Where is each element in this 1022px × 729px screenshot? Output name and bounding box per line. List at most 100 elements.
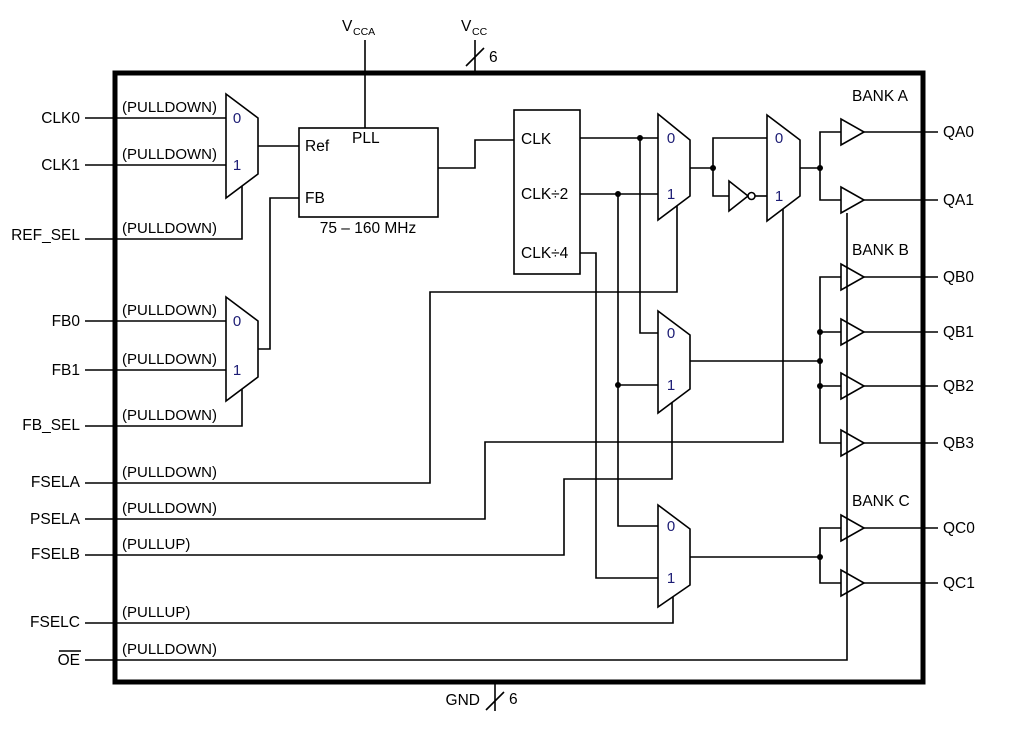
pull-label-fselb: (PULLUP) xyxy=(122,536,190,553)
wire-muxa1-split xyxy=(712,137,767,197)
pll-title: PLL xyxy=(352,130,380,147)
bus-bank-b xyxy=(819,276,841,444)
mux-a-phase-input-1: 1 xyxy=(775,188,783,205)
mux-a-freq-input-1: 1 xyxy=(667,186,675,203)
bank-a-label: BANK A xyxy=(852,88,909,105)
input-label-fsela: FSELA xyxy=(31,474,81,491)
wire-fselc xyxy=(85,597,674,624)
pull-label-oe: (PULLDOWN) xyxy=(122,641,217,658)
bus-bank-a xyxy=(819,131,841,201)
output-label-qc1: QC1 xyxy=(943,575,975,592)
divider-row-clkdiv2: CLK÷2 xyxy=(521,186,568,203)
mux-bank-c-freq xyxy=(657,503,691,609)
gnd-label: GND xyxy=(446,692,480,709)
wire-fsela xyxy=(85,206,678,484)
mux-fb-input-0: 0 xyxy=(233,313,241,330)
junction-dot xyxy=(637,135,643,141)
output-buffer-qa0 xyxy=(840,117,866,147)
divider-block xyxy=(513,109,581,275)
pull-label-ref-sel: (PULLDOWN) xyxy=(122,220,217,237)
vcca-label: V xyxy=(342,18,353,35)
mux-bank-a-phase xyxy=(766,113,801,223)
input-label-psela: PSELA xyxy=(30,511,81,528)
input-label-fb-sel: FB_SEL xyxy=(22,417,80,434)
input-label-fb0: FB0 xyxy=(52,313,81,330)
output-buffer-qb0 xyxy=(840,262,866,292)
mux-a-freq-input-0: 0 xyxy=(667,130,675,147)
output-buffer-qa1 xyxy=(840,185,866,215)
wire-fb-sel xyxy=(85,389,243,427)
output-label-qc0: QC0 xyxy=(943,520,975,537)
pull-label-fb1: (PULLDOWN) xyxy=(122,351,217,368)
bank-b-label: BANK B xyxy=(852,242,909,259)
mux-a-phase-input-0: 0 xyxy=(775,130,783,147)
output-buffer-qb2 xyxy=(840,371,866,401)
mux-ref-input-0: 0 xyxy=(233,110,241,127)
output-label-qb3: QB3 xyxy=(943,435,974,452)
inverter-icon xyxy=(728,179,750,213)
vcc-subscript: CC xyxy=(472,26,488,38)
pll-block xyxy=(298,127,439,218)
wire-ref-sel xyxy=(85,186,243,240)
pull-label-fsela: (PULLDOWN) xyxy=(122,464,217,481)
mux-bank-b-freq xyxy=(657,309,691,415)
mux-ref-select xyxy=(225,92,259,200)
output-label-qb2: QB2 xyxy=(943,378,974,395)
wire-psela xyxy=(85,209,784,520)
bus-bank-c xyxy=(819,527,841,584)
pull-label-fb-sel: (PULLDOWN) xyxy=(122,407,217,424)
gnd-bus-width: 6 xyxy=(509,691,518,708)
mux-fb-select xyxy=(225,295,259,403)
vcc-bus-width: 6 xyxy=(489,49,498,66)
output-buffer-qc0 xyxy=(840,513,866,543)
pull-label-fselc: (PULLUP) xyxy=(122,604,190,621)
pull-label-clk0: (PULLDOWN) xyxy=(122,99,217,116)
mux-c-input-1: 1 xyxy=(667,570,675,587)
mux-fb-input-1: 1 xyxy=(233,362,241,379)
output-label-qb0: QB0 xyxy=(943,269,974,286)
pll-fb-pin-label: FB xyxy=(305,190,325,207)
pull-label-psela: (PULLDOWN) xyxy=(122,500,217,517)
output-buffer-qb1 xyxy=(840,317,866,347)
chip-outline xyxy=(112,70,926,685)
junction-dot xyxy=(817,358,823,364)
pull-label-fb0: (PULLDOWN) xyxy=(122,302,217,319)
mux-b-input-0: 0 xyxy=(667,325,675,342)
mux-bank-a-freq xyxy=(657,112,691,222)
pll-ref-pin-label: Ref xyxy=(305,138,330,155)
divider-row-clk: CLK xyxy=(521,131,552,148)
junction-dot xyxy=(615,191,621,197)
vcc-label: V xyxy=(461,18,472,35)
input-label-fb1: FB1 xyxy=(52,362,80,379)
wire-pll-to-divider xyxy=(438,139,514,169)
mux-ref-input-1: 1 xyxy=(233,157,241,174)
output-label-qa1: QA1 xyxy=(943,192,974,209)
pull-label-clk1: (PULLDOWN) xyxy=(122,146,217,163)
wire-clk-branch-muxb xyxy=(639,138,658,334)
input-label-fselb: FSELB xyxy=(31,546,80,563)
junction-dot xyxy=(817,329,823,335)
output-label-qa0: QA0 xyxy=(943,124,974,141)
inverter-bubble xyxy=(747,191,756,201)
junction-dot xyxy=(817,165,823,171)
wire-clkdiv2-branch-muxc xyxy=(617,194,658,527)
pll-frequency-range: 75 – 160 MHz xyxy=(320,220,417,237)
wire-fselb xyxy=(85,402,673,556)
input-label-ref-sel: REF_SEL xyxy=(11,227,80,244)
junction-dot xyxy=(817,554,823,560)
wire-clkdiv4-branch-muxc xyxy=(580,252,658,579)
junction-dot xyxy=(710,165,716,171)
mux-b-input-1: 1 xyxy=(667,377,675,394)
wire-oe-enable-rail xyxy=(85,213,848,661)
mux-c-input-0: 0 xyxy=(667,518,675,535)
input-label-oe: OE xyxy=(58,652,80,669)
output-buffer-qc1 xyxy=(840,568,866,598)
input-label-clk0: CLK0 xyxy=(41,110,80,127)
gnd-bus-slash xyxy=(485,691,505,711)
divider-row-clkdiv4: CLK÷4 xyxy=(521,245,569,262)
wire-fb-mux-to-pll xyxy=(258,197,299,350)
output-label-qb1: QB1 xyxy=(943,324,974,341)
output-buffer-qb3 xyxy=(840,428,866,458)
